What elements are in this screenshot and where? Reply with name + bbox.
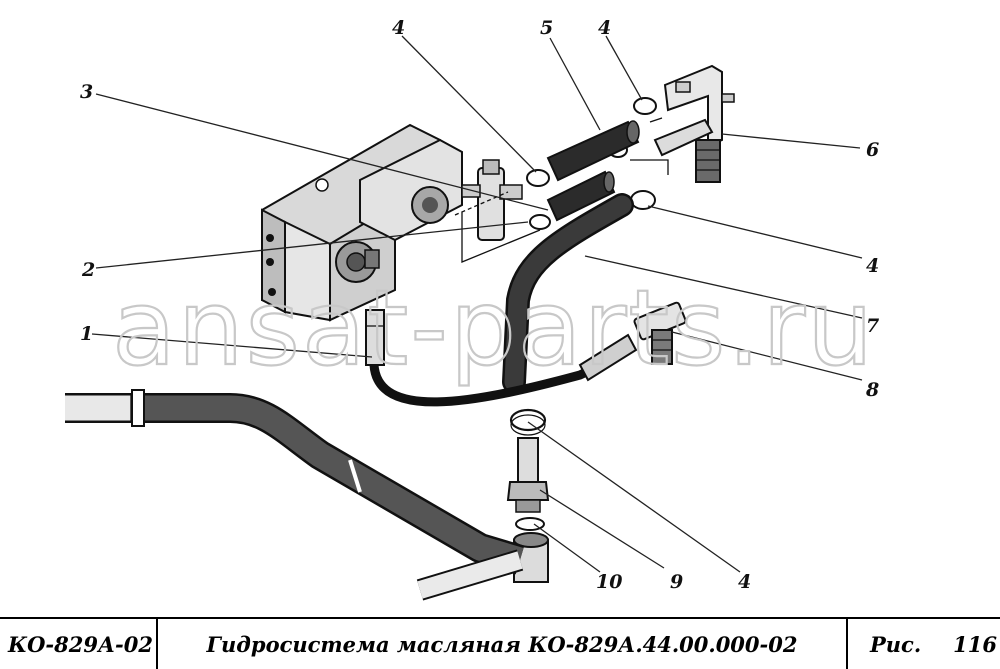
callout-6: 6 <box>866 139 879 161</box>
callout-9: 9 <box>670 571 683 593</box>
callout-4: 4 <box>738 571 751 593</box>
callout-4: 4 <box>866 255 879 277</box>
pump-valve <box>461 159 523 241</box>
title-block: КО-829А-02 Гидросистема масляная КО-829А… <box>0 617 1000 669</box>
leader-lines <box>91 35 863 573</box>
watermark: ansat-parts.ru <box>112 267 875 389</box>
callout-numbers: 1 2 3 4 5 4 6 4 7 8 10 9 4 <box>80 17 879 593</box>
figure-number: 116 <box>953 631 998 657</box>
figure-label: Рис. <box>870 631 922 657</box>
tee-fitting <box>633 301 687 365</box>
callout-7: 7 <box>866 315 879 337</box>
callout-10: 10 <box>596 571 622 593</box>
figure-reference: Рис. 116 <box>848 619 1000 669</box>
callout-8: 8 <box>865 379 879 401</box>
manifold-fitting <box>653 64 735 183</box>
callout-3: 3 <box>80 81 93 103</box>
callout-4: 4 <box>392 17 405 39</box>
large-hose <box>502 193 634 394</box>
callout-5: 5 <box>540 17 553 39</box>
drawing-title: Гидросистема масляная КО-829А.44.00.000-… <box>158 619 848 669</box>
short-hoses <box>546 120 640 222</box>
callout-1: 1 <box>80 323 93 345</box>
suction-line <box>65 389 525 601</box>
model-code: КО-829А-02 <box>0 619 158 669</box>
callout-2: 2 <box>81 259 95 281</box>
clamps <box>509 97 657 436</box>
callout-4: 4 <box>598 17 611 39</box>
parts-diagram: ansat-parts.ru 1 2 3 4 5 4 6 4 7 8 10 9 … <box>65 17 879 601</box>
pressure-hose <box>365 309 638 407</box>
